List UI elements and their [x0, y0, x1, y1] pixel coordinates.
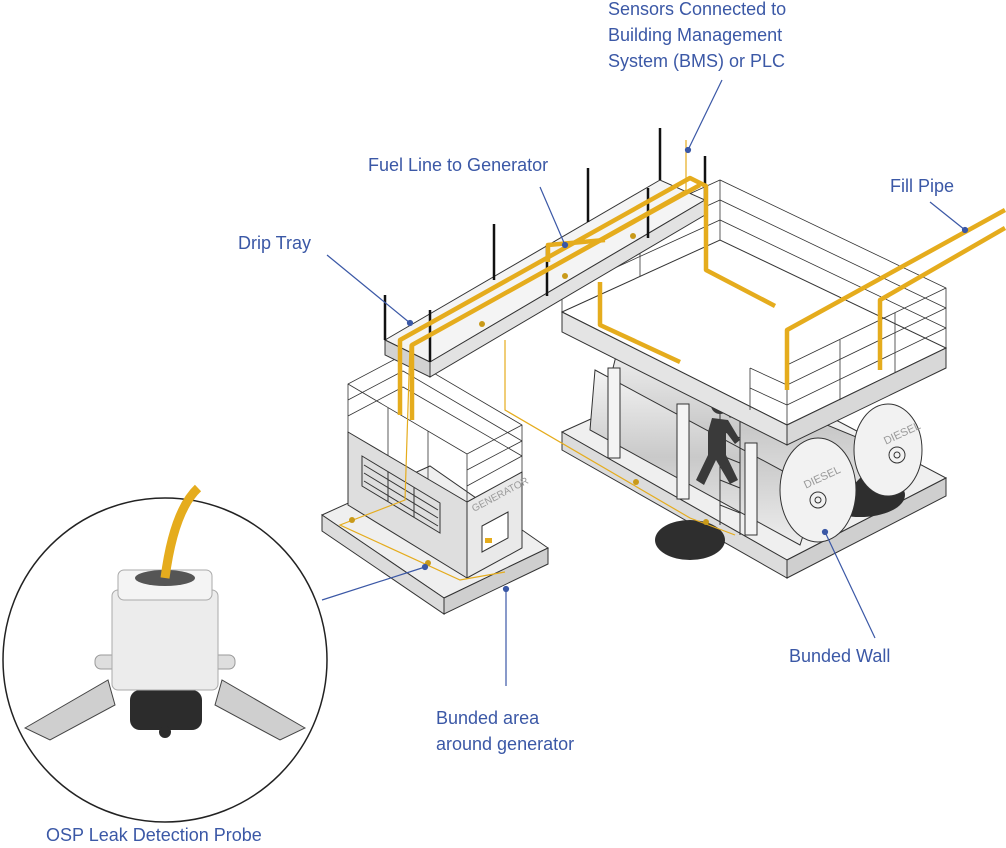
- label-bunded-wall: Bunded Wall: [789, 646, 891, 666]
- probe-inset: [2, 484, 328, 823]
- upper-railing: [561, 179, 947, 425]
- label-sensors-line3: System (BMS) or PLC: [608, 51, 786, 71]
- label-fill-pipe: Fill Pipe: [890, 176, 955, 196]
- label-fuel-line: Fuel Line to Generator: [368, 155, 549, 175]
- label-sensors-line2: Building Management: [608, 25, 783, 45]
- fill-pipe: [784, 208, 1006, 390]
- label-bunded-area: Bunded area around generator: [436, 705, 574, 757]
- bund-wall-pillars: [607, 367, 758, 536]
- diesel-tank-front: [589, 369, 857, 546]
- vent-grilles: [361, 455, 441, 534]
- label-sensors-line1: Sensors Connected to: [608, 0, 787, 19]
- label-bunded-area-line2: around generator: [436, 734, 575, 754]
- spill-puddle: [655, 520, 725, 560]
- sensor-cable: [338, 140, 736, 581]
- fuel-line: [397, 175, 777, 420]
- leader-lines: [321, 79, 969, 686]
- label-sensors: Sensors Connected to Building Management…: [608, 0, 786, 74]
- upper-platform: [560, 239, 948, 446]
- label-bunded-area-line1: Bunded area: [436, 708, 540, 728]
- generator: [347, 431, 523, 579]
- generator-railing: [347, 354, 523, 502]
- label-probe: OSP Leak Detection Probe: [46, 825, 262, 845]
- label-drip-tray: Drip Tray: [238, 233, 312, 253]
